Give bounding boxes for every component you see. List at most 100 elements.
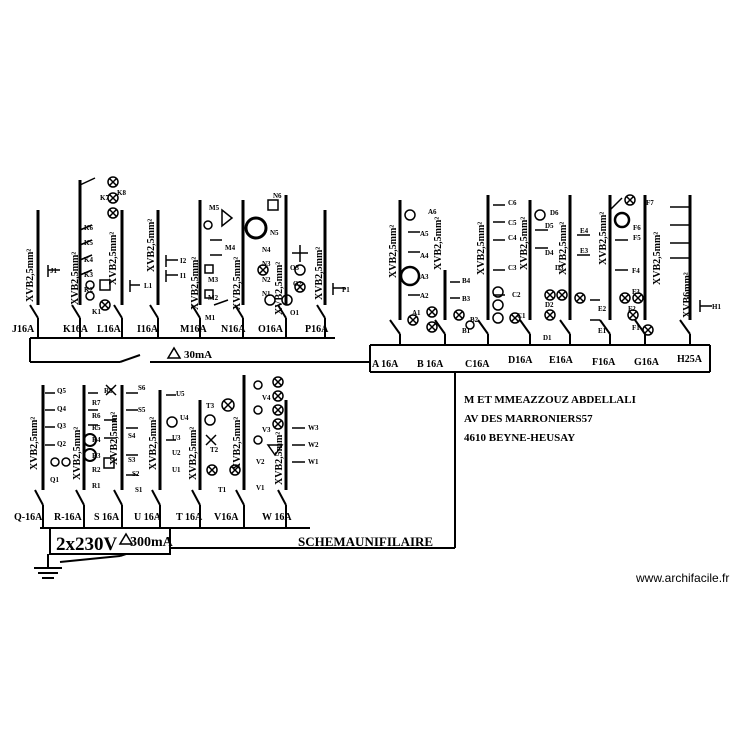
point-label: I2 — [180, 257, 187, 265]
breaker-label: P16A — [305, 324, 329, 335]
cable-label: XVB2,5mm² — [146, 219, 157, 272]
point-label: U1 — [172, 466, 181, 474]
cable-label: XVB2,5mm² — [29, 417, 40, 470]
point-label: S5 — [138, 406, 146, 414]
point-label: V1 — [256, 484, 265, 492]
differential-30ma: 30mA — [166, 346, 212, 361]
breaker-label: A 16A — [372, 359, 399, 370]
point-label: E1 — [598, 327, 607, 335]
point-label: T1 — [218, 486, 227, 494]
point-label: N1 — [262, 290, 271, 298]
point-label: S6 — [138, 384, 146, 392]
branch-bottom-symbols — [45, 376, 305, 476]
point-label: D3 — [555, 264, 564, 272]
cable-label: XVB2,5mm² — [314, 247, 325, 300]
point-label: F1 — [632, 324, 640, 332]
breaker-labels-top-right: A 16A B 16A C16A D16A E16A F16A G16A H25… — [372, 354, 703, 370]
cable-label: XVB2,5mm² — [274, 432, 285, 485]
point-label: Q3 — [57, 422, 66, 430]
point-label: R6 — [92, 412, 101, 420]
point-label: H1 — [712, 303, 721, 311]
point-label: K2 — [84, 286, 93, 294]
point-label: C5 — [508, 219, 517, 227]
point-label: A2 — [420, 292, 429, 300]
breaker-labels-top-left: J16A K16A L16A I16A M16A N16A O16A P16A — [12, 324, 329, 335]
point-label: T2 — [210, 446, 219, 454]
cable-label: XVB2,5mm² — [109, 412, 120, 465]
point-label: F4 — [632, 267, 640, 275]
point-label: F6 — [633, 224, 641, 232]
point-label: K6 — [84, 224, 93, 232]
point-label: C6 — [508, 199, 517, 207]
address-block: M ET MMEAZZOUZ ABDELLALI AV DES MARRONIE… — [464, 394, 636, 444]
point-label: D6 — [550, 209, 559, 217]
point-label: A5 — [420, 230, 429, 238]
branch-h-symbols — [670, 206, 712, 312]
point-label: K7 — [100, 194, 109, 202]
cable-label: XVB2,5mm² — [652, 232, 663, 285]
cable-label: XVB2,5mm² — [232, 257, 243, 310]
cable-label: XVB2,5mm² — [558, 222, 569, 275]
cable-label: XVB2,5mm² — [25, 249, 36, 302]
cable-label: XVB2,5mm² — [70, 252, 81, 305]
drawing-title: SCHEMAUNIFILAIRE — [298, 534, 433, 549]
point-label: U4 — [180, 414, 189, 422]
point-label: O1 — [290, 309, 299, 317]
point-label: K4 — [84, 256, 93, 264]
point-label: C2 — [512, 291, 521, 299]
point-label: N6 — [273, 192, 282, 200]
point-label: B3 — [462, 295, 471, 303]
cable-label: XVB2,5mm² — [476, 222, 487, 275]
differential-triangle-icon — [166, 346, 182, 359]
point-label: I1 — [180, 272, 187, 280]
breaker-label: H25A — [677, 354, 703, 365]
point-label: W2 — [308, 441, 319, 449]
point-label: N2 — [262, 276, 271, 284]
cable-labels-bottom: XVB2,5mm² XVB2,5mm² XVB2,5mm² XVB2,5mm² … — [29, 412, 285, 485]
archifacile-credit: www.archifacile.fr — [635, 571, 729, 585]
point-label: U3 — [172, 434, 181, 442]
point-label: A4 — [420, 252, 429, 260]
supply-label: 2x230V — [56, 534, 118, 555]
point-label: E4 — [580, 227, 589, 235]
point-label: F5 — [633, 234, 641, 242]
cable-label: XVB2,5mm² — [433, 217, 444, 270]
point-label: V4 — [262, 394, 271, 402]
breaker-label: F16A — [592, 357, 616, 368]
breaker-label: N16A — [221, 324, 246, 335]
differential-label-top: 30mA — [184, 349, 212, 361]
point-label: M5 — [209, 204, 220, 212]
branch-ab-symbols — [399, 209, 475, 333]
breaker-label: S 16A — [94, 512, 120, 523]
top-left-panel — [29, 180, 370, 363]
supply-block: 2x230V 300mA SCHEMAUNIFILAIRE — [56, 532, 433, 555]
point-label: C4 — [508, 234, 517, 242]
cable-label: XVB2,5mm² — [598, 212, 609, 265]
point-label: A6 — [428, 208, 437, 216]
point-label: P1 — [342, 286, 350, 294]
point-label: A3 — [420, 273, 429, 281]
point-label: V3 — [262, 426, 271, 434]
point-label: K5 — [84, 239, 93, 247]
point-label: S4 — [128, 432, 136, 440]
point-label: K1 — [92, 308, 101, 316]
point-label: C3 — [508, 264, 517, 272]
ground-symbol — [34, 567, 62, 579]
address-line-1: M ET MMEAZZOUZ ABDELLALI — [464, 394, 636, 406]
breaker-label: T 16A — [176, 512, 203, 523]
point-label: Q2 — [57, 440, 66, 448]
point-label: M2 — [208, 294, 219, 302]
cable-label: XVB2,5mm² — [148, 417, 159, 470]
point-label: O2 — [293, 280, 302, 288]
point-label: D2 — [545, 301, 554, 309]
point-label: E2 — [598, 305, 607, 313]
breaker-label: E16A — [549, 355, 574, 366]
point-label: B1 — [462, 327, 471, 335]
branch-jli-symbols — [47, 255, 178, 292]
point-label: R8 — [104, 387, 113, 395]
breaker-label: B 16A — [417, 359, 444, 370]
point-label: D5 — [545, 222, 554, 230]
point-label: D1 — [543, 334, 552, 342]
point-label: U2 — [172, 449, 181, 457]
